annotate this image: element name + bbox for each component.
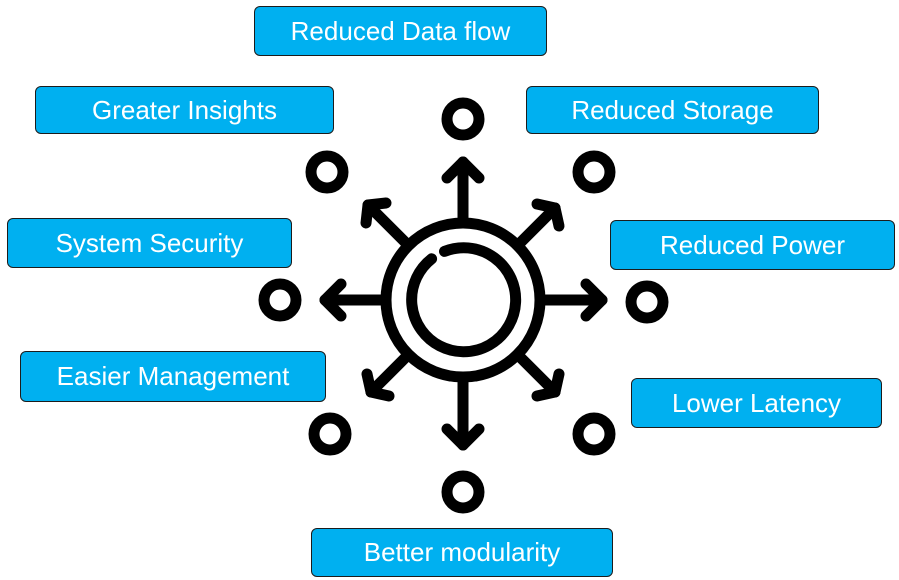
node-circle-down-left bbox=[308, 412, 352, 456]
label-greater-insights: Greater Insights bbox=[35, 86, 334, 134]
node-circle-left bbox=[258, 278, 302, 322]
arrow-down-icon bbox=[441, 373, 485, 451]
label-reduced-data-flow: Reduced Data flow bbox=[254, 6, 547, 56]
label-reduced-power: Reduced Power bbox=[610, 220, 895, 270]
arrow-down-right-icon bbox=[512, 349, 565, 402]
label-lower-latency: Lower Latency bbox=[631, 378, 882, 428]
node-circle-up-right bbox=[572, 150, 616, 194]
arrow-left-icon bbox=[319, 278, 390, 322]
arrow-right-icon bbox=[536, 278, 608, 322]
hub-inner-arc bbox=[406, 242, 522, 358]
node-circle-down bbox=[441, 470, 485, 514]
label-reduced-storage: Reduced Storage bbox=[526, 86, 819, 134]
label-better-modularity: Better modularity bbox=[311, 528, 613, 577]
label-easier-management: Easier Management bbox=[20, 351, 326, 402]
node-circle-down-right bbox=[572, 412, 616, 456]
arrow-up-icon bbox=[441, 156, 485, 227]
node-circle-up bbox=[441, 97, 485, 141]
node-circle-right bbox=[625, 280, 669, 324]
arrow-up-left-icon bbox=[360, 197, 414, 251]
arrow-down-left-icon bbox=[361, 349, 414, 402]
arrow-up-right-icon bbox=[512, 198, 565, 251]
label-system-security: System Security bbox=[7, 218, 292, 268]
node-circle-up-left bbox=[305, 150, 349, 194]
